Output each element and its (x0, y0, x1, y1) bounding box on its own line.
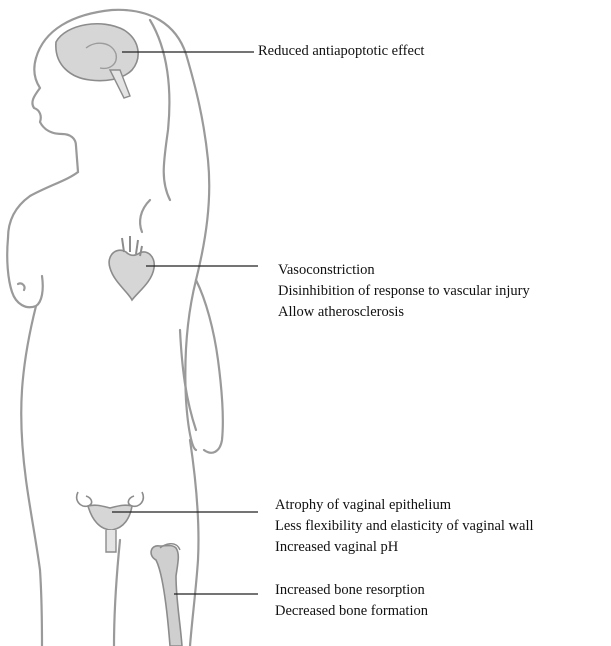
uterus-icon (77, 492, 144, 552)
heart-icon (109, 236, 154, 300)
heart-effect-text-2: Disinhibition of response to vascular in… (278, 281, 530, 302)
brain-icon (56, 24, 138, 98)
vagina-effect-text-2: Less flexibility and elasticity of vagin… (275, 516, 534, 537)
bone-effect-text-2: Decreased bone formation (275, 601, 428, 622)
bone-annotation: Increased bone resorption Decreased bone… (275, 580, 428, 622)
brain-effect-text: Reduced antiapoptotic effect (258, 41, 424, 62)
femur-icon (151, 544, 182, 646)
heart-effect-text-1: Vasoconstriction (278, 260, 530, 281)
vagina-effect-text-3: Increased vaginal pH (275, 537, 534, 558)
vagina-effect-text-1: Atrophy of vaginal epithelium (275, 495, 534, 516)
heart-effect-text-3: Allow atherosclerosis (278, 302, 530, 323)
brain-annotation: Reduced antiapoptotic effect (258, 41, 424, 62)
bone-effect-text-1: Increased bone resorption (275, 580, 428, 601)
heart-annotation: Vasoconstriction Disinhibition of respon… (278, 260, 530, 323)
vagina-annotation: Atrophy of vaginal epithelium Less flexi… (275, 495, 534, 558)
leader-lines (112, 52, 258, 594)
